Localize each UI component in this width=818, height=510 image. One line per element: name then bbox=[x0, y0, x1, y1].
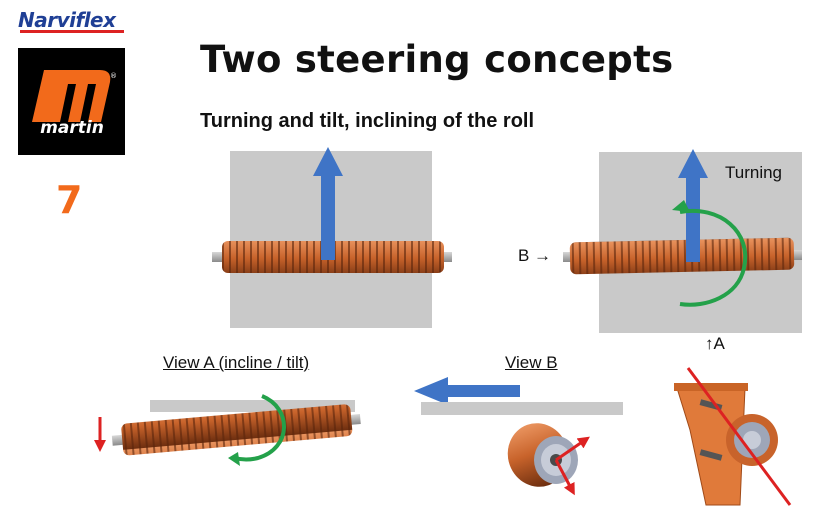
narviflex-logo: Narviflex bbox=[18, 8, 116, 32]
view-a-tilt-arrow bbox=[234, 394, 286, 462]
view-b-label: View B bbox=[505, 353, 558, 372]
caster-bracket-crossed bbox=[674, 367, 792, 506]
straight-roll-panel bbox=[212, 147, 452, 328]
view-b-red-arrow-up bbox=[555, 436, 590, 462]
b-arrow-label: B → bbox=[518, 246, 552, 265]
turning-roll-body bbox=[569, 237, 795, 275]
a-arrow-label: ↑A bbox=[705, 334, 725, 353]
slide-number: 7 bbox=[56, 178, 83, 222]
view-a-roll-body bbox=[121, 404, 353, 456]
view-a-label: View A (incline / tilt) bbox=[163, 353, 310, 372]
direction-arrow-turning bbox=[678, 149, 708, 262]
page-subtitle: Turning and tilt, inclining of the roll bbox=[200, 110, 535, 132]
turning-roll-panel bbox=[563, 149, 802, 333]
narviflex-logo-underline bbox=[20, 30, 124, 33]
turning-rotation-arrow bbox=[679, 208, 748, 307]
martin-logo: ® bbox=[18, 48, 125, 155]
view-b-direction-arrow bbox=[414, 377, 520, 405]
view-b-red-arrow-down bbox=[554, 459, 575, 496]
roll-shaft-right bbox=[440, 252, 452, 262]
martin-m-mark: ® bbox=[32, 70, 117, 122]
turning-label: Turning bbox=[725, 163, 783, 182]
roll-shaft-left bbox=[212, 252, 228, 262]
page-title: Two steering concepts bbox=[200, 38, 674, 81]
view-b-plate bbox=[421, 402, 623, 415]
martin-logo-wordmark: martin bbox=[40, 118, 104, 138]
prohibited-line bbox=[686, 367, 792, 506]
svg-text:®: ® bbox=[110, 72, 117, 80]
view-b-roll-end bbox=[507, 423, 578, 487]
direction-arrow-straight bbox=[313, 147, 343, 260]
view-b-diagram bbox=[414, 377, 623, 496]
view-a-diagram bbox=[94, 394, 361, 466]
turning-roll-shaft-right bbox=[790, 250, 802, 260]
